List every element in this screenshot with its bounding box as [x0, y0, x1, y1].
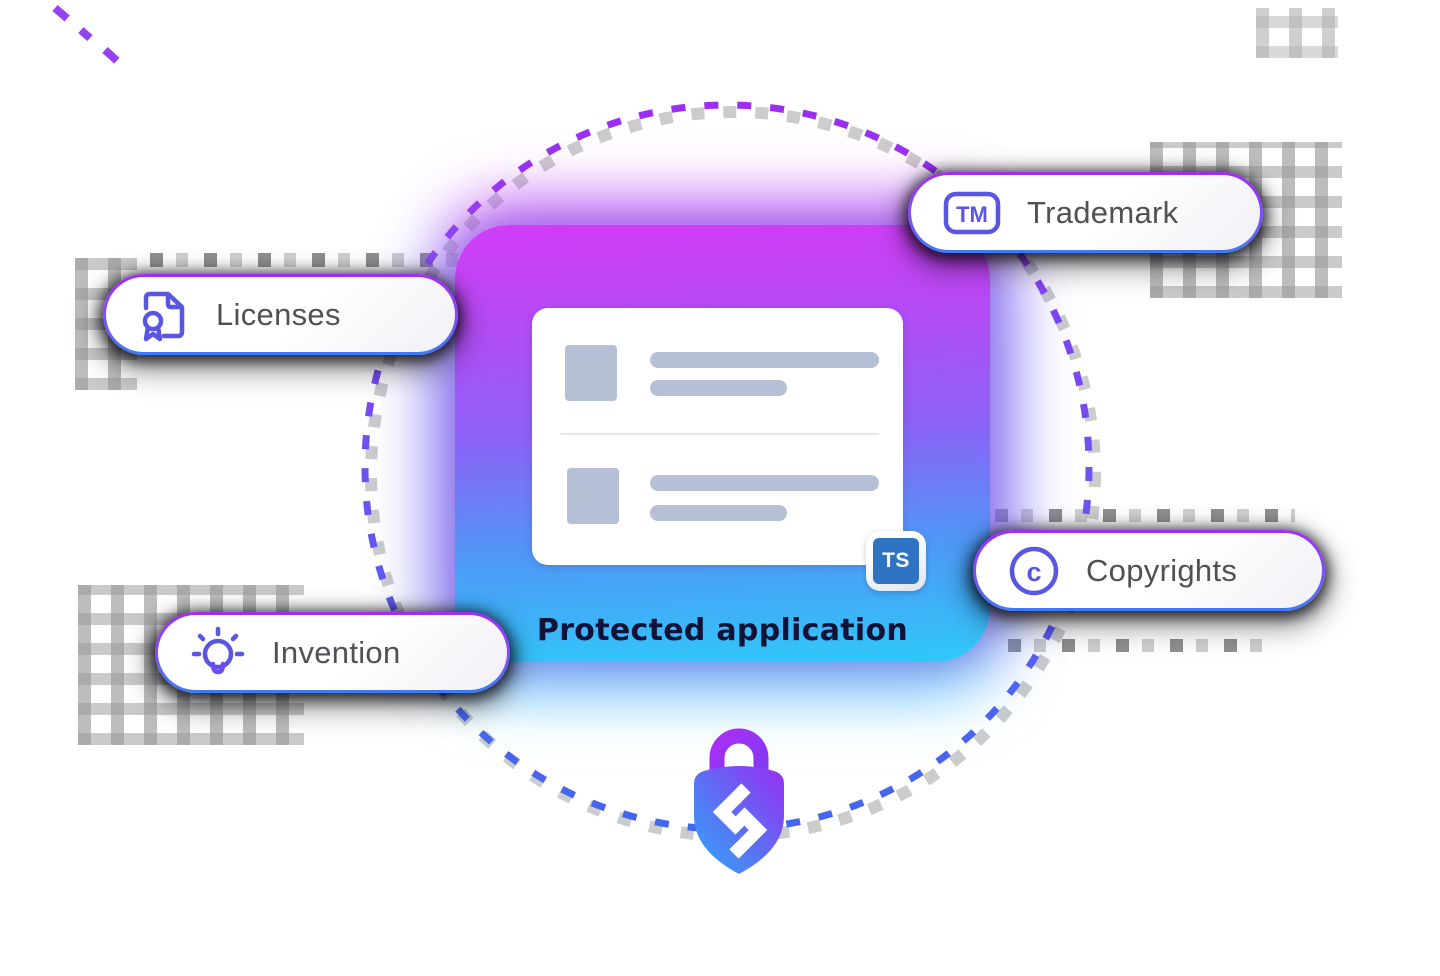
- panel-caption: Protected application: [536, 613, 909, 648]
- halftone-row-below-copyrights: [1008, 639, 1273, 652]
- lock-shackle: [709, 728, 769, 780]
- copyright-icon-letter: c: [1026, 557, 1041, 587]
- pill-label: Invention: [272, 634, 401, 670]
- shield-lock-icon: [694, 728, 784, 874]
- pill-label: Copyrights: [1086, 552, 1238, 588]
- pill-label: Licenses: [216, 296, 341, 332]
- protected-application-panel: Protected application: [455, 225, 990, 662]
- pill-label: Trademark: [1027, 194, 1179, 230]
- lock-glyph-chevron-left: [712, 783, 751, 835]
- halftone-row-above-licenses: [150, 253, 460, 267]
- trademark-icon-letters: TM: [956, 202, 988, 227]
- placeholder-thumbnail: [565, 345, 617, 401]
- trademark-icon: TM: [943, 191, 1001, 234]
- license-icon: [142, 291, 185, 341]
- pill-trademark[interactable]: TM Trademark: [908, 172, 1263, 253]
- placeholder-thumbnail: [567, 468, 619, 524]
- placeholder-line: [650, 505, 787, 521]
- copyright-icon: c: [1009, 546, 1059, 595]
- typescript-logo: TS: [873, 538, 919, 584]
- placeholder-line: [650, 380, 787, 396]
- typescript-badge: TS: [866, 531, 926, 591]
- wireframe-card: [532, 308, 903, 565]
- halftone-corner-top-right: [1256, 8, 1338, 58]
- placeholder-line: [650, 352, 879, 368]
- card-divider: [560, 433, 879, 435]
- corner-dashes: [52, 4, 128, 71]
- placeholder-line: [650, 475, 879, 491]
- pill-invention[interactable]: Invention: [155, 612, 510, 693]
- dashed-circle-shadow: [365, 106, 1101, 842]
- typescript-badge-label: TS: [882, 549, 910, 572]
- pill-copyrights[interactable]: c Copyrights: [973, 530, 1325, 611]
- halftone-row-above-copyrights: [995, 509, 1295, 522]
- pill-licenses[interactable]: Licenses: [103, 274, 458, 355]
- halftone-cluster-left-of-licenses: [75, 258, 137, 390]
- invention-icon: [191, 626, 245, 674]
- lock-glyph-chevron-right: [729, 807, 768, 859]
